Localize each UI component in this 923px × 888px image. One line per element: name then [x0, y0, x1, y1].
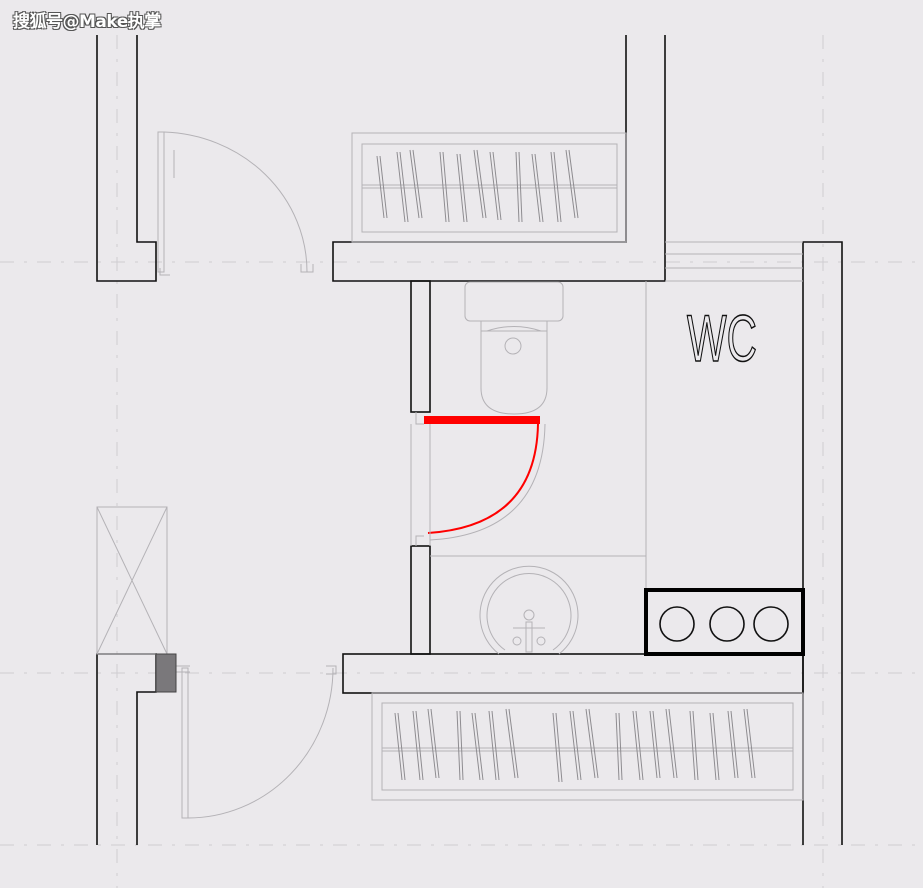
wardrobe-upper — [351, 132, 627, 243]
watermark: 搜狐号@Make执掌 — [13, 12, 161, 32]
window — [665, 241, 803, 282]
axis-lines — [0, 35, 923, 888]
walls — [96, 35, 843, 845]
cooktop-icon — [644, 588, 805, 656]
column — [155, 653, 177, 693]
toilet-icon — [464, 281, 564, 415]
room-label: WC — [687, 301, 757, 375]
wc-outline — [430, 281, 647, 590]
wardrobe-lower — [371, 692, 804, 801]
wc-door — [410, 412, 546, 546]
washbasin-icon — [479, 565, 579, 655]
shaft-icon — [96, 506, 168, 655]
door-swing-icon — [157, 131, 314, 276]
door-swing-icon — [176, 665, 337, 819]
